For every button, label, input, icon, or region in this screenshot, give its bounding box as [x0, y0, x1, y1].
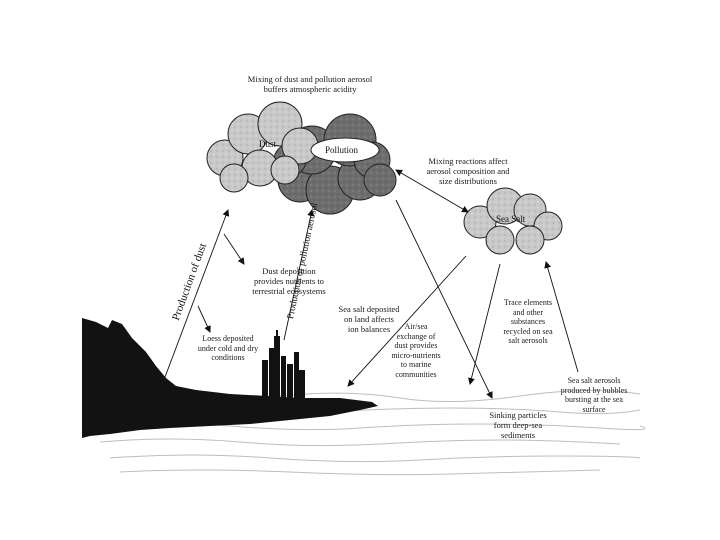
mixing-dust-pollution-label: Mixing of dust and pollution aerosol buf…	[220, 74, 400, 94]
sea-salt-cloud-label: Sea Salt	[496, 214, 525, 224]
pollution-cloud-label: Pollution	[325, 145, 358, 155]
dust-deposition-label: Dust deposition provides nutrients to te…	[234, 266, 344, 296]
air-sea-exchange-label: Air/sea exchange of dust provides micro-…	[376, 322, 456, 379]
dust-cloud-label: Dust	[259, 139, 276, 149]
sinking-particles-label: Sinking particles form deep-sea sediment…	[470, 410, 566, 440]
arrow-dust-deposition	[224, 234, 244, 264]
arrow-loess	[198, 306, 210, 332]
trace-elements-label: Trace elements and other substances recy…	[486, 298, 570, 346]
loess-label: Loess deposited under cold and dry condi…	[178, 334, 278, 363]
mixing-reactions-label: Mixing reactions affect aerosol composit…	[408, 156, 528, 186]
sea-salt-bubbles-label: Sea salt aerosols produced by bubbles bu…	[544, 376, 644, 414]
